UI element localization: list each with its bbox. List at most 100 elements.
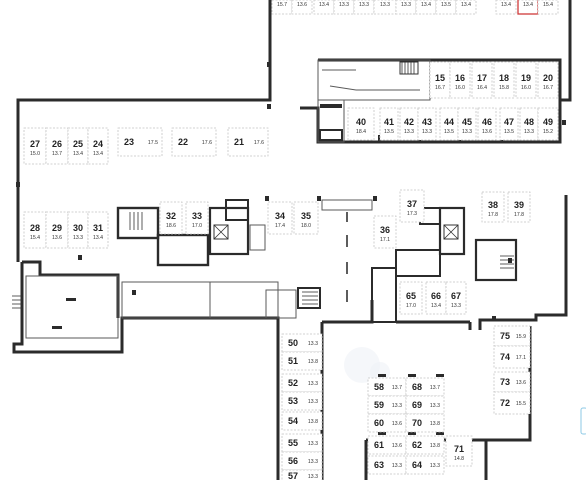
- spot-number: 70: [412, 418, 422, 428]
- spot-area: 13.3: [308, 474, 318, 480]
- spot-number: 40: [356, 117, 366, 127]
- parking-spot-outline: [171, 127, 217, 157]
- side-tab[interactable]: [580, 407, 586, 435]
- spot-number: 21: [234, 137, 244, 147]
- spot-area: 13.3: [308, 459, 318, 465]
- spot-number: 15: [435, 73, 445, 83]
- parking-spot-outline: [457, 107, 477, 141]
- parking-spot-outline: [405, 413, 445, 433]
- parking-spot-t10[interactable]: 13.4: [455, 0, 477, 15]
- parking-spot-t1[interactable]: 15.7: [271, 0, 293, 15]
- spot-area: 13.3: [430, 463, 440, 469]
- spot-number: 46: [482, 117, 492, 127]
- parking-spot-t3[interactable]: 13.4: [313, 0, 335, 15]
- spot-number: 71: [454, 444, 464, 454]
- parking-spot-outline: [399, 107, 419, 141]
- parking-spot-t5[interactable]: 13.3: [353, 0, 375, 15]
- parking-spot-t12[interactable]: 13.4: [517, 0, 539, 15]
- parking-spot-t8[interactable]: 13.4: [415, 0, 437, 15]
- parking-spot-t13[interactable]: 15.4: [537, 0, 559, 15]
- spot-area: 13.3: [73, 235, 83, 241]
- parking-spot-t6[interactable]: 13.3: [373, 0, 397, 15]
- spot-number: 60: [374, 418, 384, 428]
- spot-area: 13.3: [380, 2, 390, 8]
- spot-number: 31: [93, 223, 103, 233]
- parking-spot-outline: [477, 107, 497, 141]
- parking-spot-t7[interactable]: 13.3: [395, 0, 417, 15]
- spot-area: 17.0: [192, 223, 202, 229]
- spot-area: 13.4: [461, 2, 471, 8]
- spot-area: 13.5: [504, 129, 514, 135]
- parking-spot-t11[interactable]: 13.4: [495, 0, 517, 15]
- spot-number: 74: [500, 352, 510, 362]
- parking-spot-outline: [281, 469, 323, 480]
- parking-spot-t2[interactable]: 13.6: [291, 0, 313, 15]
- spot-area: 13.8: [430, 443, 440, 449]
- parking-spot-t4[interactable]: 13.3: [333, 0, 355, 15]
- spot-area: 13.5: [441, 2, 451, 8]
- parking-spot-t9[interactable]: 13.5: [435, 0, 457, 15]
